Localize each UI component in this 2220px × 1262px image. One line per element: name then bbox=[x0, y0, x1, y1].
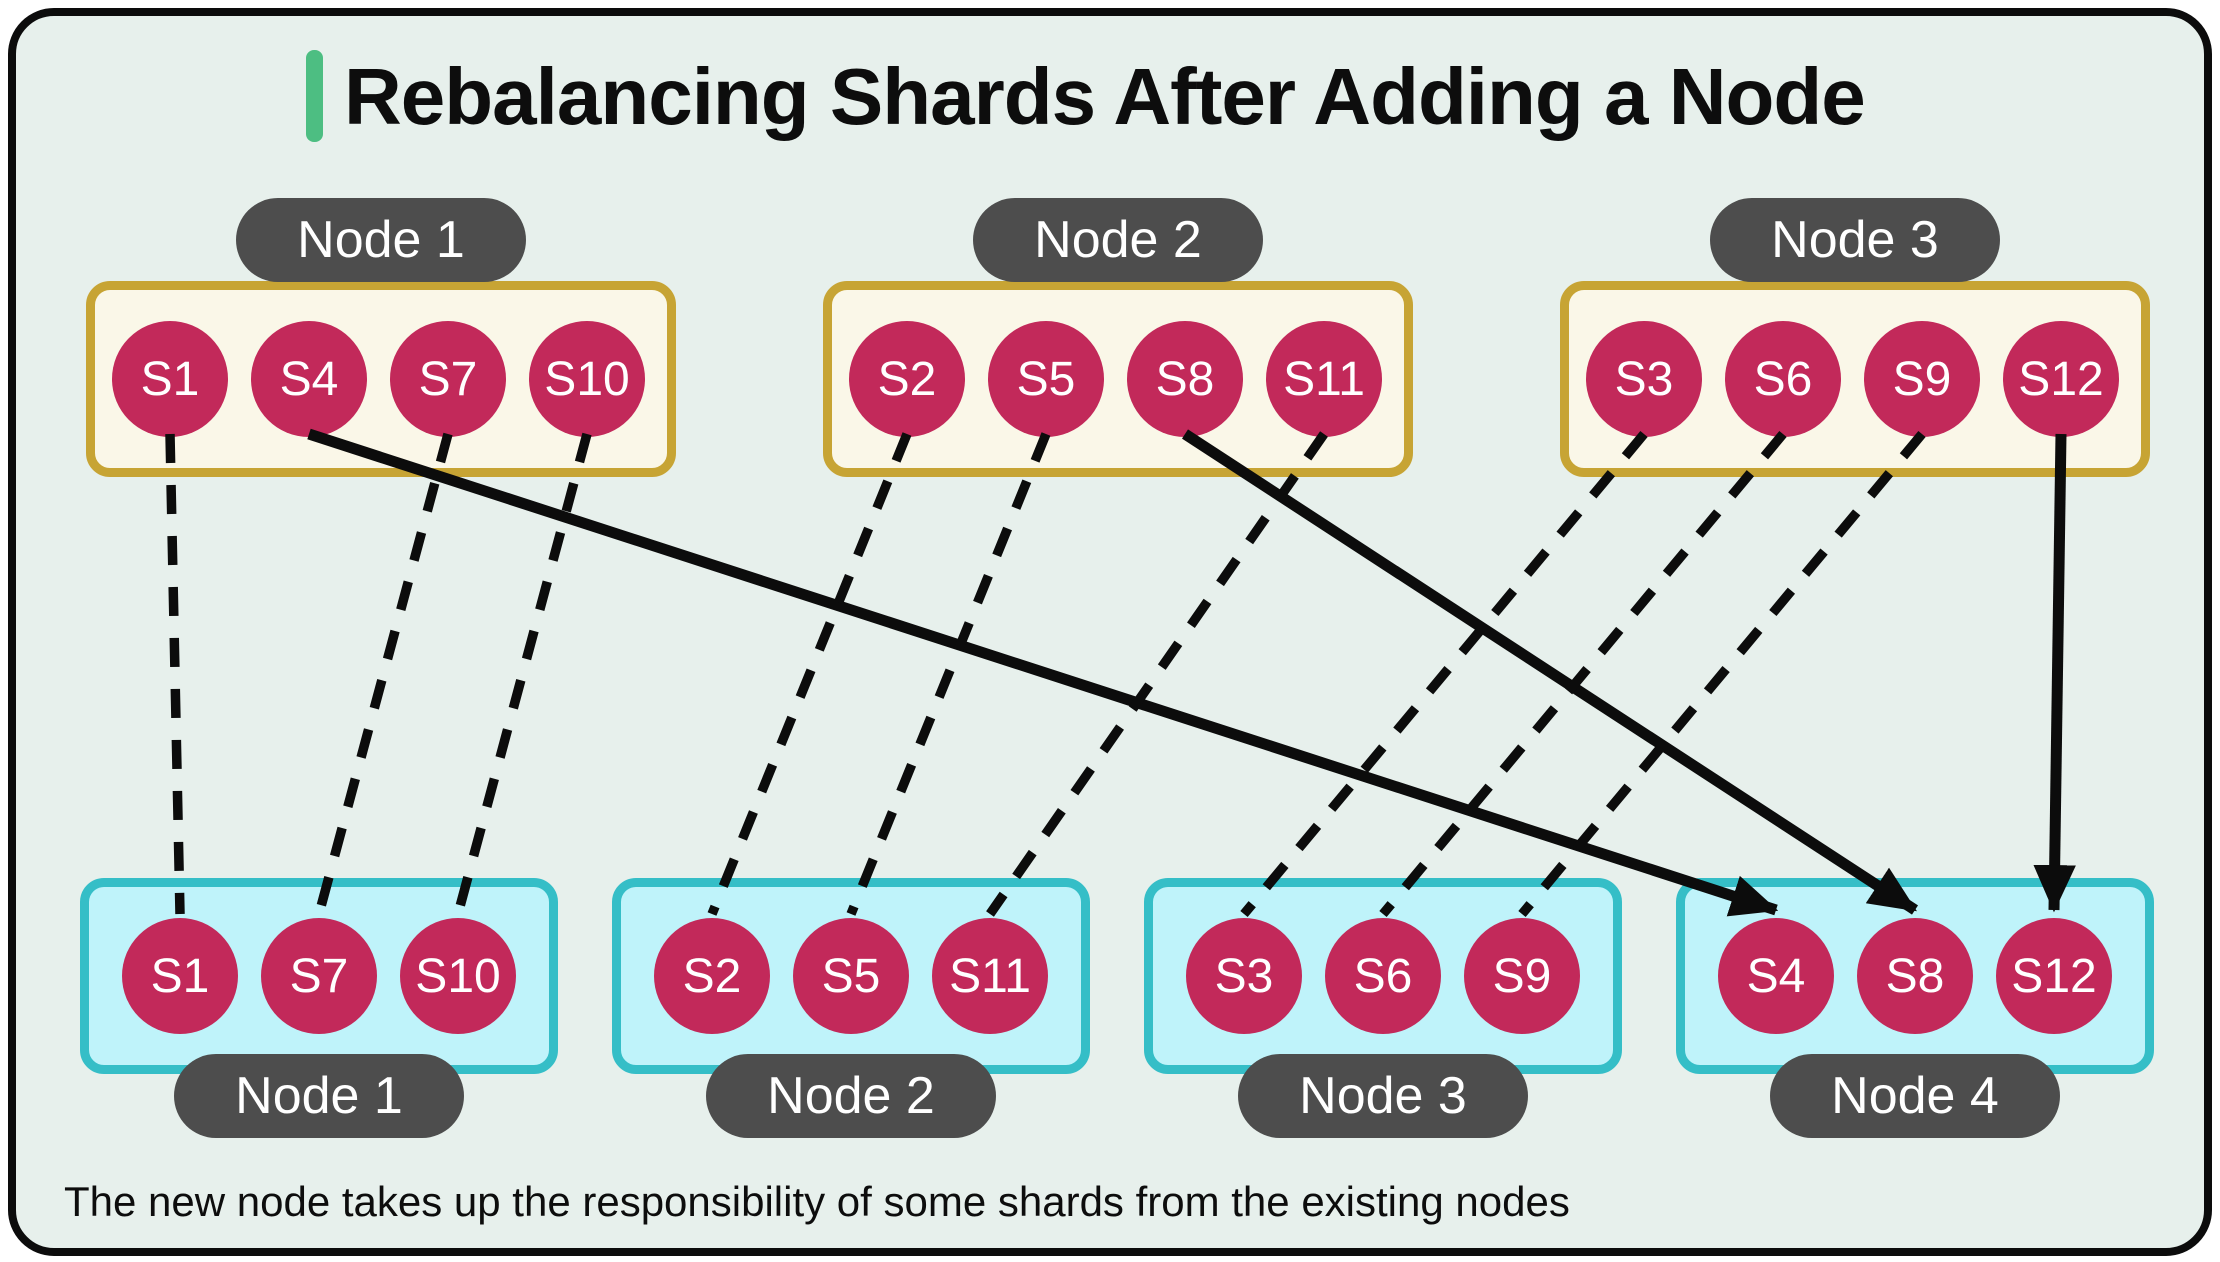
shard-circle: S3 bbox=[1586, 321, 1702, 437]
shard-circle: S3 bbox=[1186, 918, 1302, 1034]
shard-circle: S7 bbox=[261, 918, 377, 1034]
shard-circle: S12 bbox=[2003, 321, 2119, 437]
shard-circle: S10 bbox=[400, 918, 516, 1034]
node-label-pill: Node 1 bbox=[174, 1054, 464, 1138]
shard-circle: S12 bbox=[1996, 918, 2112, 1034]
node-label-pill: Node 4 bbox=[1770, 1054, 2060, 1138]
shard-circle: S6 bbox=[1325, 918, 1441, 1034]
shard-circle: S5 bbox=[988, 321, 1104, 437]
shard-circle: S10 bbox=[529, 321, 645, 437]
diagram-caption: The new node takes up the responsibility… bbox=[64, 1178, 1570, 1225]
shard-circle: S1 bbox=[112, 321, 228, 437]
node-label-pill: Node 3 bbox=[1710, 198, 2000, 282]
node-label-pill: Node 2 bbox=[973, 198, 1263, 282]
shard-circle: S4 bbox=[251, 321, 367, 437]
shard-circle: S5 bbox=[793, 918, 909, 1034]
shard-circle: S8 bbox=[1127, 321, 1243, 437]
node-label-pill: Node 2 bbox=[706, 1054, 996, 1138]
shard-circle: S11 bbox=[932, 918, 1048, 1034]
diagram-title: Rebalancing Shards After Adding a Node bbox=[344, 52, 1866, 141]
title-accent-bar bbox=[306, 50, 323, 142]
shard-circle: S6 bbox=[1725, 321, 1841, 437]
shard-circle: S2 bbox=[849, 321, 965, 437]
shard-circle: S9 bbox=[1464, 918, 1580, 1034]
shard-circle: S7 bbox=[390, 321, 506, 437]
shard-circle: S8 bbox=[1857, 918, 1973, 1034]
node-label-pill: Node 1 bbox=[236, 198, 526, 282]
shard-circle: S2 bbox=[654, 918, 770, 1034]
shard-circle: S11 bbox=[1266, 321, 1382, 437]
shard-circle: S9 bbox=[1864, 321, 1980, 437]
shard-circle: S4 bbox=[1718, 918, 1834, 1034]
node-label-pill: Node 3 bbox=[1238, 1054, 1528, 1138]
shard-circle: S1 bbox=[122, 918, 238, 1034]
